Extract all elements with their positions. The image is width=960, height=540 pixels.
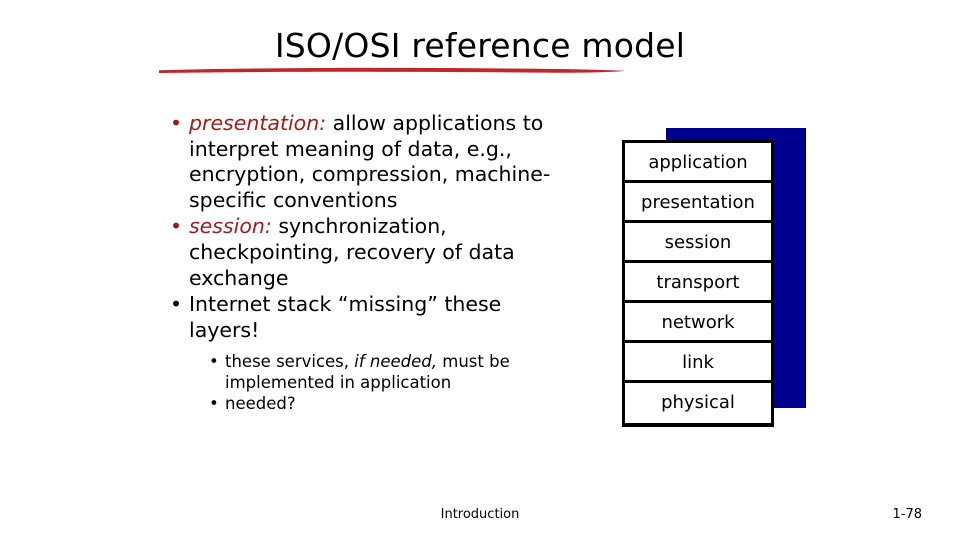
bullet-text-presentation: allow applications to interpret meaning …	[189, 111, 551, 212]
footer-page-number: 1-78	[892, 507, 922, 522]
sub-bullet-text-pre: these services,	[225, 352, 355, 372]
layer-box-application: application	[625, 143, 771, 183]
layer-box-transport: transport	[625, 263, 771, 303]
bullet-list: •presentation: allow applications to int…	[163, 111, 571, 414]
bullet-lead-session: session:	[189, 214, 272, 239]
sub-bullet-text-needed: needed?	[225, 394, 296, 414]
title-underline-rule	[159, 67, 625, 73]
bullet-lead-presentation: presentation:	[189, 111, 327, 135]
bullet-text-internet-stack: Internet stack “missing” these layers!	[189, 292, 502, 342]
sub-bullet-item-needed: • needed?	[207, 393, 571, 414]
sub-bullet-text-post: must be implemented in application	[225, 352, 510, 393]
page-title: ISO/OSI reference model	[274, 26, 686, 65]
sub-bullet-marker-icon: •	[209, 394, 219, 414]
sub-bullet-marker-icon: •	[209, 352, 219, 372]
bullet-item-presentation: •presentation: allow applications to int…	[163, 111, 571, 213]
bullet-text-session: synchronization, checkpointing, recovery…	[189, 214, 515, 290]
footer-section-label: Introduction	[440, 507, 520, 522]
bullet-item-internet-stack: •Internet stack “missing” these layers!	[163, 292, 571, 343]
stack-layer-boxes: application presentation session transpo…	[622, 140, 774, 427]
sub-bullet-list: • these services, if needed, must be impl…	[163, 351, 571, 414]
sub-bullet-item-services: • these services, if needed, must be impl…	[207, 351, 571, 393]
layer-box-link: link	[625, 343, 771, 383]
layer-box-presentation: presentation	[625, 183, 771, 223]
layer-box-session: session	[625, 223, 771, 263]
osi-layer-stack-diagram: application presentation session transpo…	[620, 128, 806, 428]
bullet-marker-icon: •	[170, 214, 183, 239]
bullet-item-session: •session: synchronization, checkpointing…	[163, 214, 571, 291]
sub-bullet-text-italic: if needed,	[354, 352, 438, 372]
layer-box-physical: physical	[625, 383, 771, 423]
bullet-marker-icon: •	[170, 292, 183, 317]
layer-box-network: network	[625, 303, 771, 343]
bullet-marker-icon: •	[170, 111, 183, 135]
